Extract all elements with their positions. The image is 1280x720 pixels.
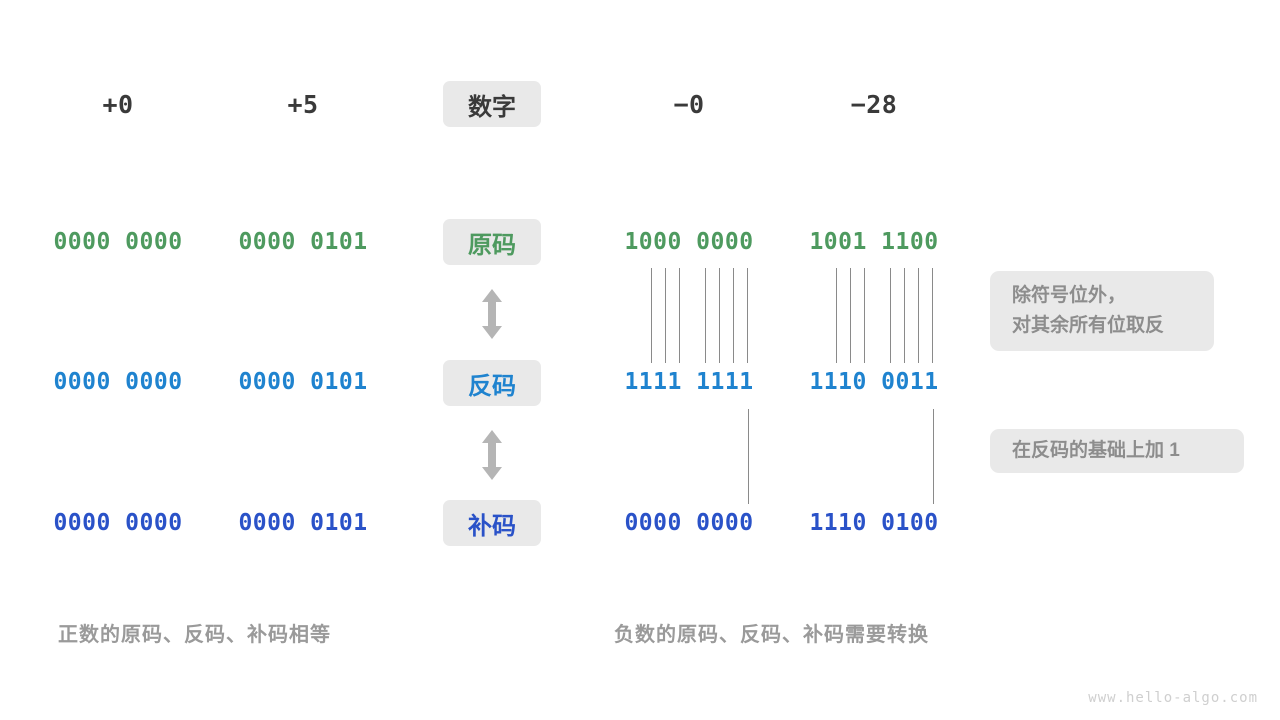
row-label-twos-complement-text: 补码	[468, 512, 516, 540]
connector-line	[665, 268, 666, 363]
connector-line	[932, 268, 933, 363]
connector-line	[836, 268, 837, 363]
row-label-twos-complement: 补码	[443, 500, 541, 546]
row-label-ones-complement-text: 反码	[468, 372, 516, 400]
watermark: www.hello-algo.com	[1088, 690, 1258, 706]
column-header-plus-zero: +0	[102, 89, 134, 119]
bits-twos-complement-minus-zero: 0000 0000	[624, 510, 754, 536]
note-invert-bits: 除符号位外， 对其余所有位取反	[990, 271, 1214, 351]
column-header-minus-twentyeight: −28	[850, 89, 898, 119]
connector-line	[748, 409, 749, 504]
row-label-original-code: 原码	[443, 219, 541, 265]
note-add-one-line-1: 在反码的基础上加 1	[1012, 440, 1180, 461]
connector-line	[733, 268, 734, 363]
connector-line	[705, 268, 706, 363]
double-arrow-icon	[477, 288, 507, 340]
bits-twos-complement-minus-twentyeight: 1110 0100	[809, 510, 939, 536]
bits-ones-complement-minus-twentyeight: 1110 0011	[809, 369, 939, 395]
bits-original-plus-five: 0000 0101	[238, 229, 368, 255]
connector-line	[864, 268, 865, 363]
connector-line	[918, 268, 919, 363]
connector-line	[933, 409, 934, 504]
column-header-plus-five: +5	[287, 89, 319, 119]
note-add-one: 在反码的基础上加 1	[990, 429, 1244, 473]
connector-line	[850, 268, 851, 363]
double-arrow-icon	[477, 429, 507, 481]
column-header-minus-zero: −0	[673, 89, 705, 119]
bits-original-minus-zero: 1000 0000	[624, 229, 754, 255]
caption-negative: 负数的原码、反码、补码需要转换	[614, 624, 929, 646]
connector-line	[890, 268, 891, 363]
connector-line	[719, 268, 720, 363]
connector-line	[747, 268, 748, 363]
bits-original-plus-zero: 0000 0000	[53, 229, 183, 255]
bits-ones-complement-plus-zero: 0000 0000	[53, 369, 183, 395]
connector-line	[651, 268, 652, 363]
connector-line	[904, 268, 905, 363]
bits-original-minus-twentyeight: 1001 1100	[809, 229, 939, 255]
row-label-original-code-text: 原码	[468, 231, 516, 259]
connector-line	[679, 268, 680, 363]
note-invert-bits-line-2: 对其余所有位取反	[1012, 315, 1165, 336]
row-label-header-number: 数字	[443, 81, 541, 127]
bits-twos-complement-plus-zero: 0000 0000	[53, 510, 183, 536]
note-invert-bits-line-1: 除符号位外，	[1012, 285, 1127, 306]
row-label-ones-complement: 反码	[443, 360, 541, 406]
caption-positive: 正数的原码、反码、补码相等	[58, 624, 331, 646]
bits-ones-complement-plus-five: 0000 0101	[238, 369, 368, 395]
bits-twos-complement-plus-five: 0000 0101	[238, 510, 368, 536]
bits-ones-complement-minus-zero: 1111 1111	[624, 369, 754, 395]
row-label-header-number-text: 数字	[468, 93, 516, 121]
